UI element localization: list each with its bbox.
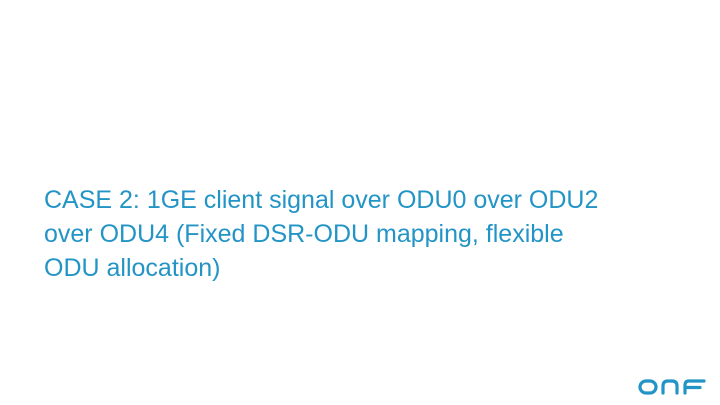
onf-logo-icon — [638, 379, 706, 395]
slide-title: CASE 2: 1GE client signal over ODU0 over… — [44, 186, 599, 282]
